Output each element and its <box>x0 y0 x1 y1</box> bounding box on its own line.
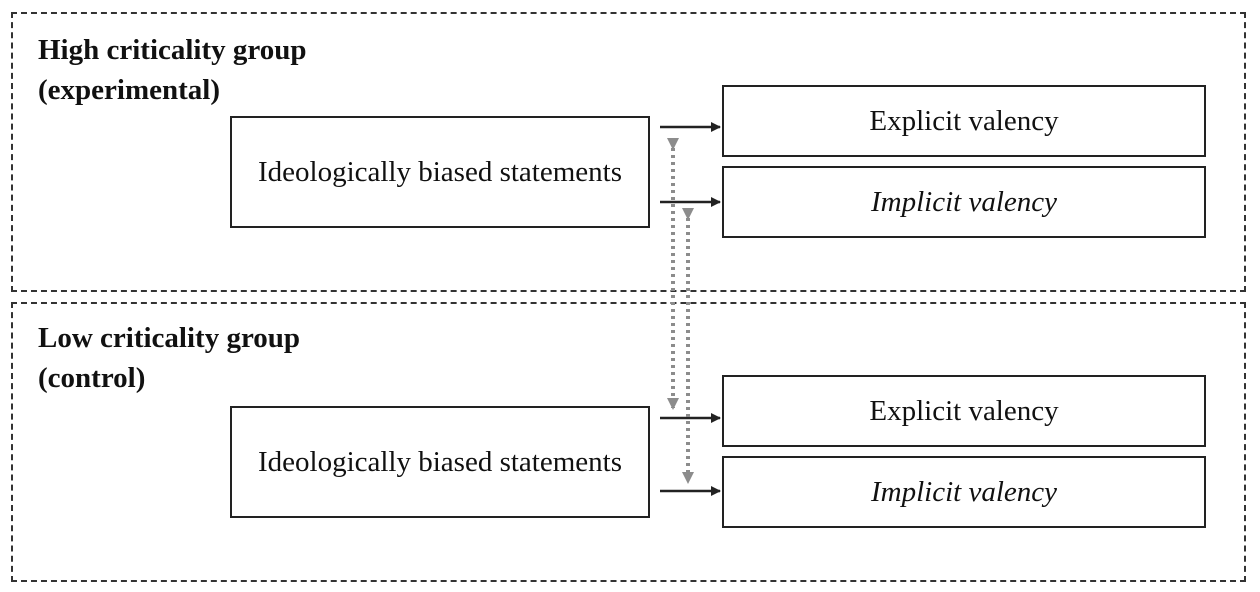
high-group-explicit-valency-label: Explicit valency <box>869 105 1059 137</box>
high-group-implicit-valency-box: Implicit valency <box>722 166 1206 238</box>
high-group-implicit-valency-label: Implicit valency <box>871 186 1057 218</box>
high-group-statements-box: Ideologically biased statements <box>230 116 650 228</box>
high-group-title-line1: High criticality group <box>38 34 307 66</box>
low-group-explicit-valency-label: Explicit valency <box>869 395 1059 427</box>
high-group-explicit-valency-box: Explicit valency <box>722 85 1206 157</box>
low-criticality-group-title: Low criticality group (control) <box>38 318 300 398</box>
high-criticality-group-title: High criticality group (experimental) <box>38 30 307 110</box>
high-group-statements-label: Ideologically biased statements <box>257 156 622 188</box>
low-group-explicit-valency-box: Explicit valency <box>722 375 1206 447</box>
low-group-title-line1: Low criticality group <box>38 322 301 354</box>
low-group-statements-label: Ideologically biased statements <box>257 446 622 478</box>
low-criticality-group-frame <box>11 302 1246 582</box>
low-group-implicit-valency-box: Implicit valency <box>722 456 1206 528</box>
low-group-title-line2: (control) <box>38 362 146 394</box>
high-group-title-line2: (experimental) <box>38 74 220 106</box>
low-group-statements-box: Ideologically biased statements <box>230 406 650 518</box>
high-criticality-group-frame <box>11 12 1246 292</box>
low-group-implicit-valency-label: Implicit valency <box>871 476 1057 508</box>
